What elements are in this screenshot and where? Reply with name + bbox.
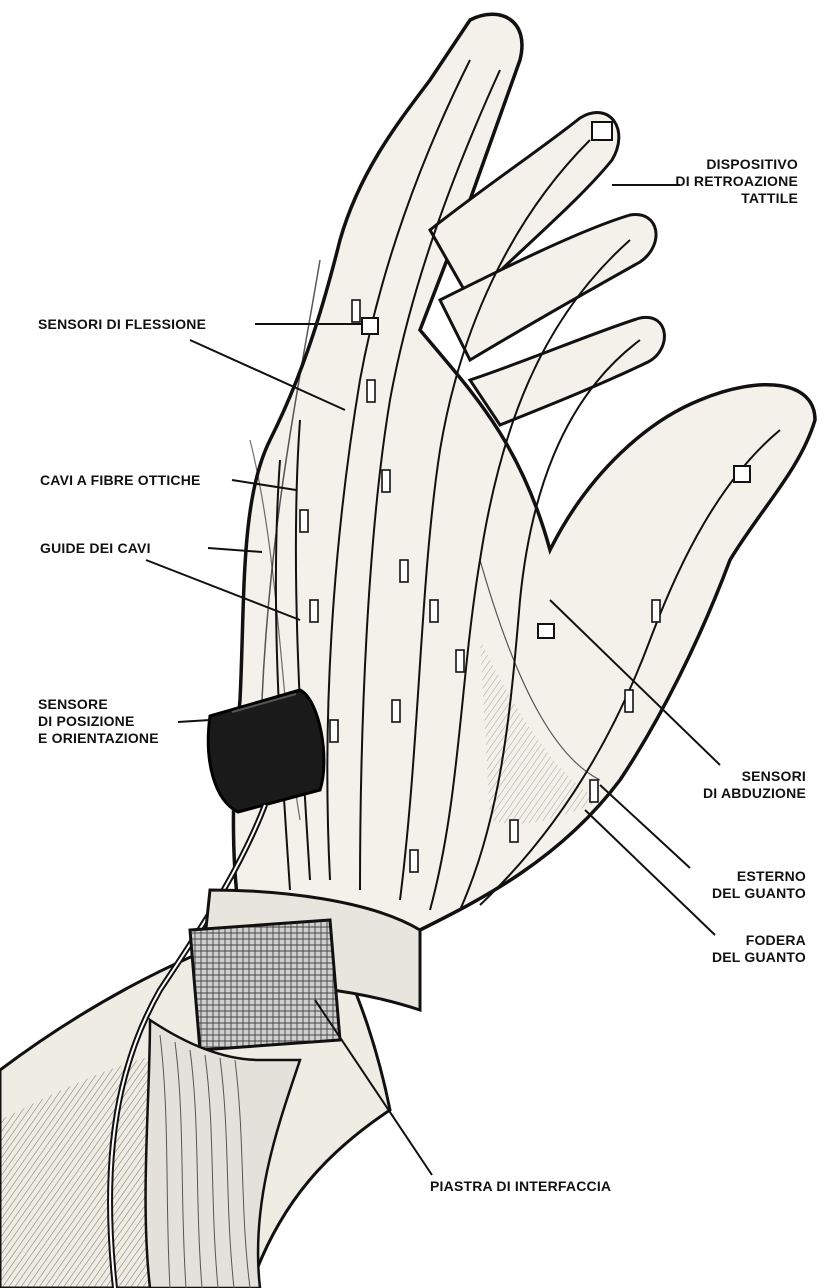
label-position-sensor: SENSORE DI POSIZIONE E ORIENTAZIONE — [38, 696, 159, 747]
label-flex-sensors: SENSORI DI FLESSIONE — [38, 316, 206, 333]
label-tactile-feedback: DISPOSITIVO DI RETROAZIONE TATTILE — [610, 156, 798, 207]
label-abduction-sensors: SENSORI DI ABDUZIONE — [660, 768, 806, 802]
tactile-device — [592, 122, 612, 140]
label-interface-board: PIASTRA DI INTERFACCIA — [430, 1178, 611, 1195]
label-fiber-optic-cables: CAVI A FIBRE OTTICHE — [40, 472, 201, 489]
interface-board — [190, 920, 340, 1050]
position-sensor — [208, 690, 324, 812]
label-glove-exterior: ESTERNO DEL GUANTO — [660, 868, 806, 902]
label-glove-lining: FODERA DEL GUANTO — [660, 932, 806, 966]
label-cable-guides: GUIDE DEI CAVI — [40, 540, 151, 557]
